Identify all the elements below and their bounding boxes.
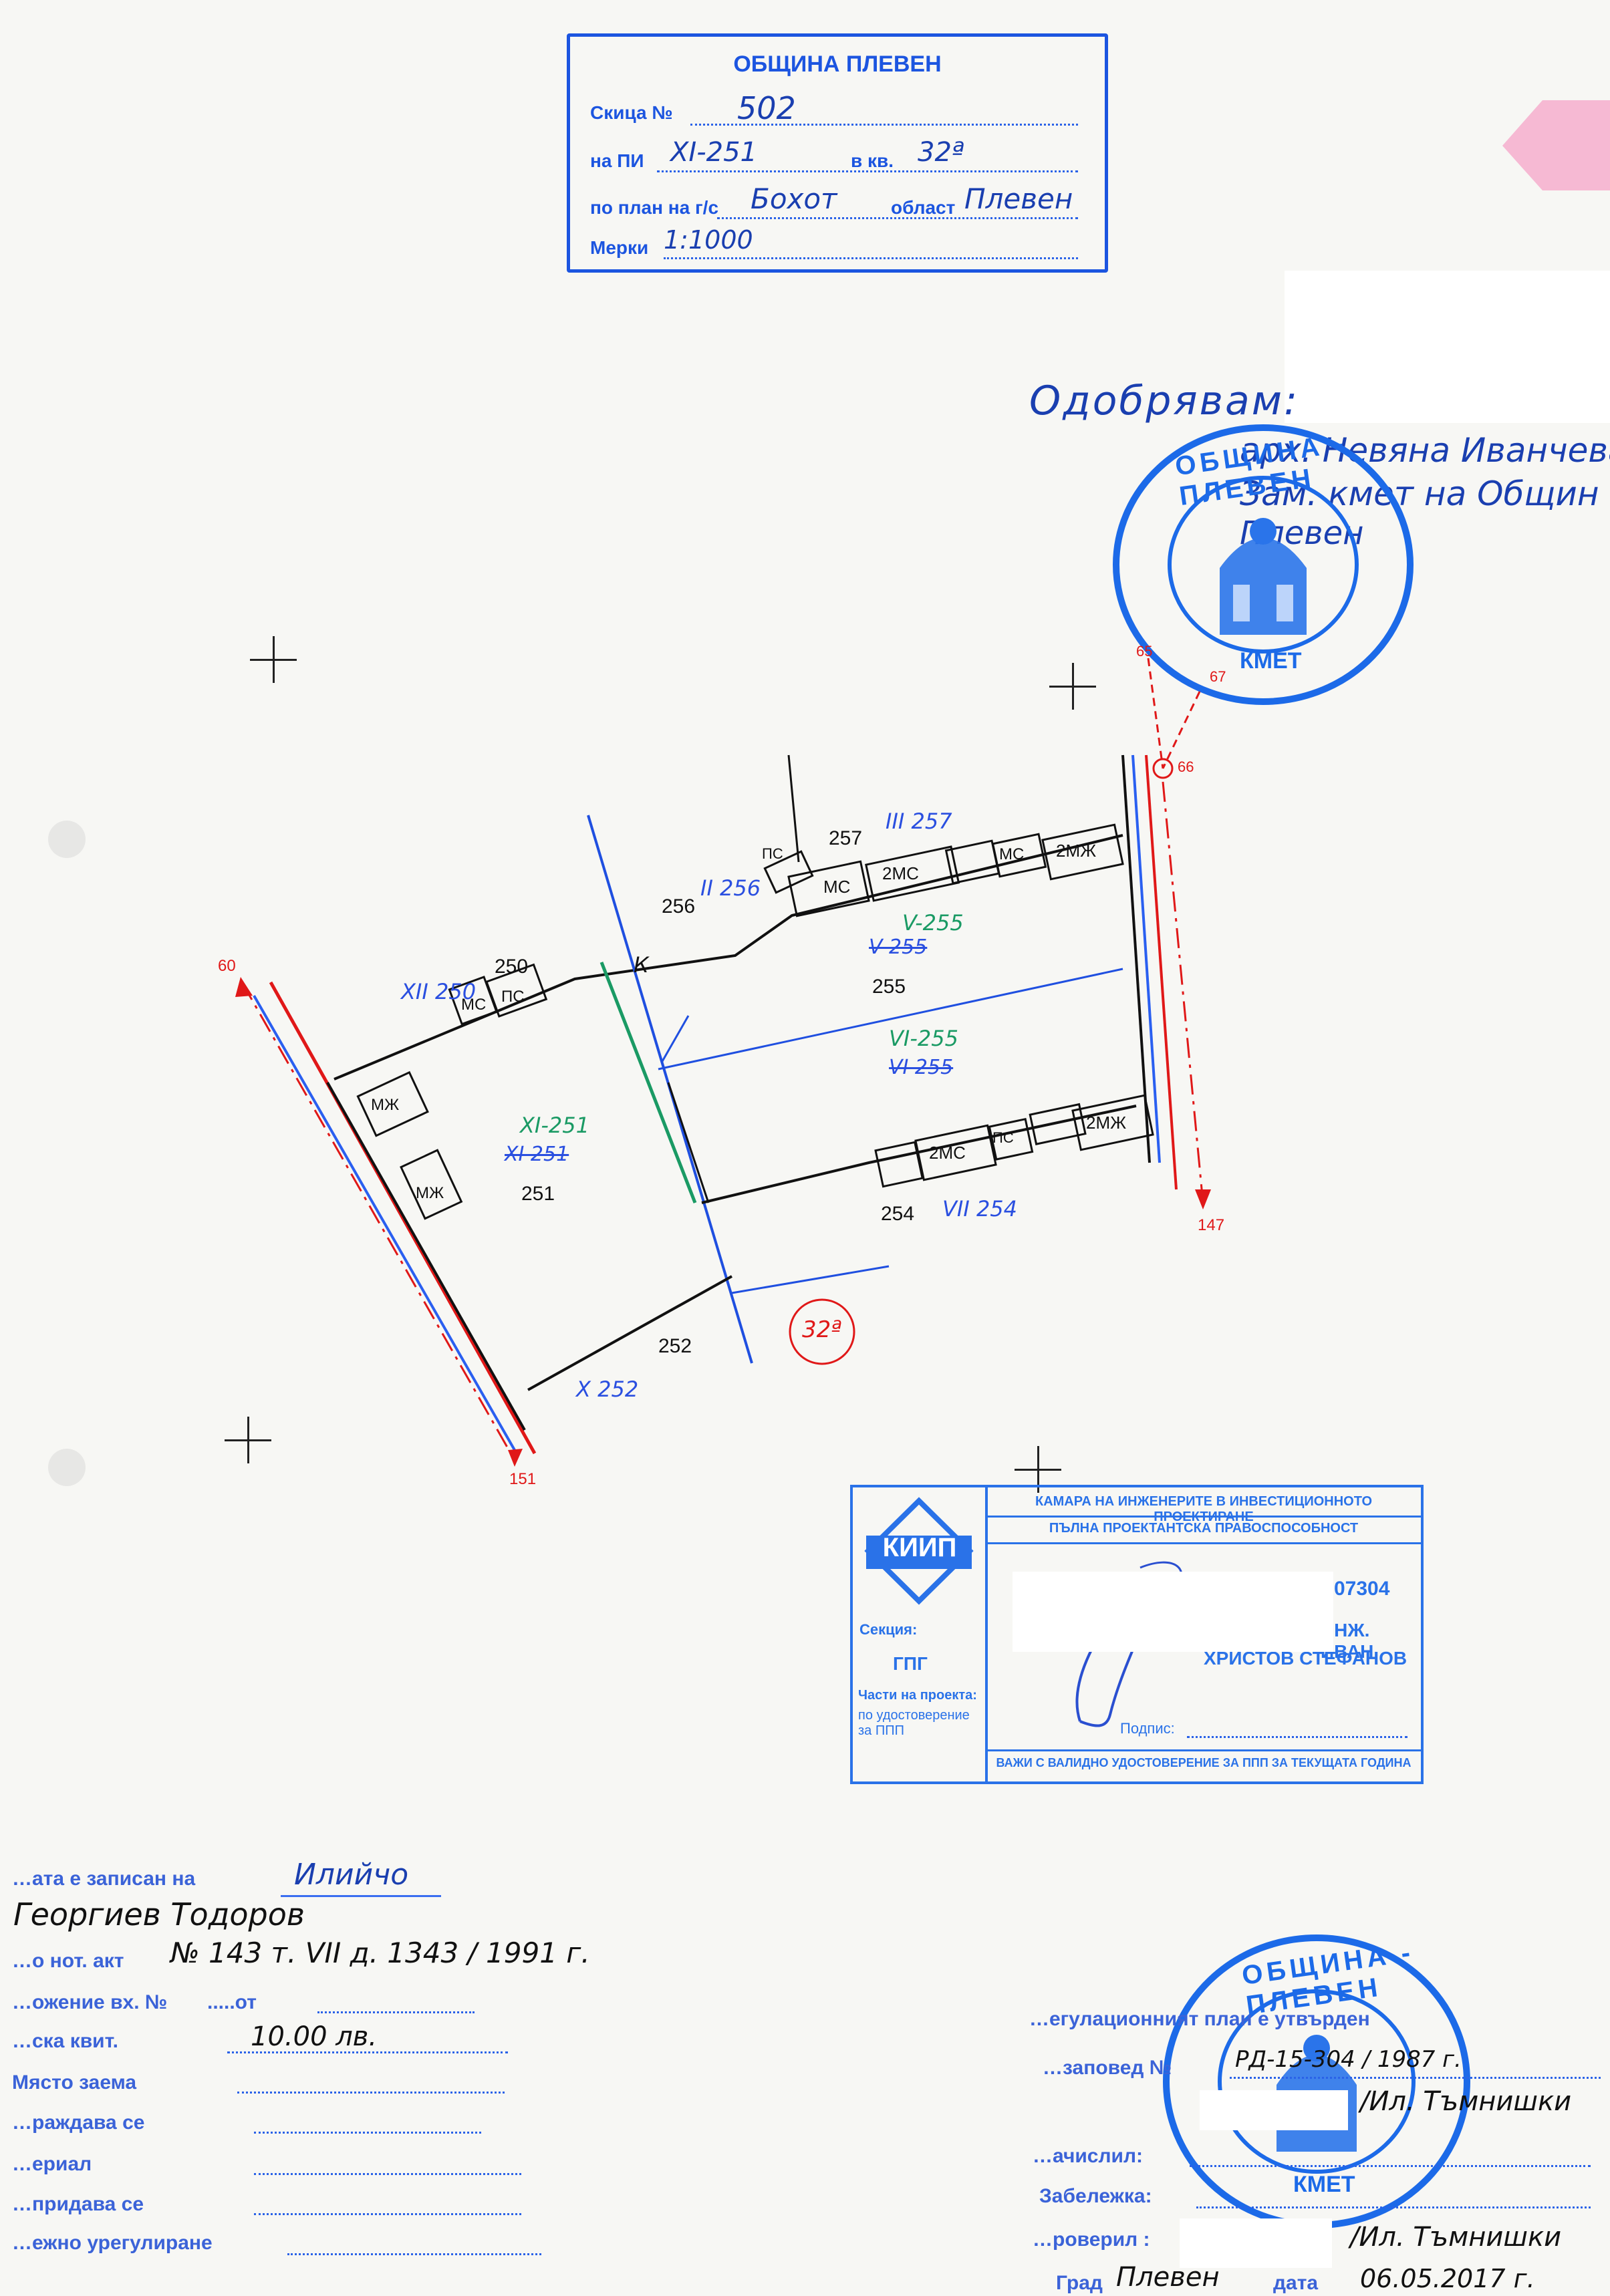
kiip-sign-label: Подпис:	[1120, 1720, 1175, 1737]
left-form-r8-label: …ериал	[12, 2153, 92, 2175]
right-form-r2-value: РД-15-304 / 1987 г.	[1235, 2046, 1462, 2073]
left-form-r6-label: Място заема	[12, 2071, 137, 2094]
header-stamp: ОБЩИНА ПЛЕВЕН Скица № 502 на ПИ XI-251 в…	[567, 33, 1108, 273]
header-stamp-title: ОБЩИНА ПЛЕВЕН	[733, 51, 942, 77]
left-form-r4-label: …ожение вх. №	[12, 1991, 168, 2013]
seal-bottom-sub: КМЕТ	[1293, 2172, 1355, 2197]
scale-value: 1:1000	[664, 225, 753, 255]
right-form-r1: …егулационният план е утвърден	[1029, 2008, 1370, 2030]
municipality-seal-bottom: ОБЩИНА - ПЛЕВЕН КМЕТ	[1150, 1924, 1484, 2239]
pink-tab	[1502, 100, 1610, 190]
kiip-logo-text: КИИП	[882, 1533, 957, 1562]
sketch-no-value: 502	[737, 90, 796, 126]
left-form-r10-label: …ежно урегулиране	[12, 2232, 213, 2254]
approval-line2: Зам. кмет на Общин	[1240, 474, 1599, 513]
right-form-r7-value2: 06.05.2017 г.	[1360, 2264, 1535, 2293]
punch-hole-lower	[48, 1449, 86, 1486]
right-form-r7-mid: дата	[1273, 2272, 1319, 2294]
kiip-stamp: КИИП Секция: ГПГ Части на проекта: по уд…	[850, 1485, 1424, 1784]
kiip-header2: ПЪЛНА ПРОЕКТАНТСКА ПРАВОСПОСОБНОСТ	[1049, 1521, 1359, 1536]
seal-top-sub: КМЕТ	[1240, 648, 1302, 674]
kiip-logo-box: КИИП Секция: ГПГ Части на проекта: по уд…	[853, 1487, 988, 1781]
redaction-box-bottom1	[1200, 2090, 1348, 2130]
block-value: 32ª	[918, 137, 964, 168]
approval-heading: Одобрявам:	[1029, 378, 1300, 424]
right-form-r3-value: /Ил. Тъмнишки	[1360, 2086, 1572, 2117]
right-form-r7-label: Град	[1056, 2272, 1103, 2294]
redaction-box-top	[1285, 271, 1610, 423]
right-form-r6-label: …роверил :	[1033, 2229, 1150, 2251]
left-form-r3-label: …о нот. акт	[12, 1950, 124, 1972]
section-value: ГПГ	[893, 1653, 928, 1674]
plan-label: по план на г/с	[590, 197, 719, 218]
pi-label: на ПИ	[590, 150, 644, 171]
pi-value: XI-251	[670, 137, 757, 168]
approval-line1: арх. Невяна Иванчева	[1240, 431, 1610, 470]
left-form-r5-value: 10.00 лв.	[251, 2021, 378, 2052]
right-form-r4-label: …ачислил:	[1033, 2145, 1144, 2167]
right-form-r7-value: Плевен	[1116, 2262, 1220, 2293]
plan-value: Бохот	[751, 182, 837, 215]
section-label: Секция:	[859, 1621, 918, 1638]
registration-cross-2	[1049, 663, 1096, 710]
right-form-r5-label: Забележка:	[1039, 2185, 1152, 2207]
left-form-r4-value: .....от	[207, 1991, 257, 2013]
registration-cross-1	[250, 636, 297, 683]
redaction-box-kiip	[1013, 1572, 1333, 1652]
left-form-r1-label: …ата е записан на	[12, 1868, 196, 1890]
scale-label: Мерки	[590, 237, 649, 258]
right-form-r6-value: /Ил. Тъмнишки	[1350, 2222, 1562, 2253]
block-label: в кв.	[851, 150, 894, 171]
right-form-r2-label: …заповед №	[1043, 2057, 1172, 2079]
left-form-r9-label: …придава се	[12, 2193, 144, 2215]
left-form-r7-label: …раждава се	[12, 2112, 145, 2134]
parts-value: по удостоверение за ППП	[858, 1708, 970, 1738]
kiip-reg-suffix: 07304	[1334, 1578, 1390, 1600]
registration-cross-3	[225, 1417, 271, 1463]
redaction-box-bottom2	[1180, 2218, 1332, 2268]
registration-cross-4	[1015, 1446, 1061, 1493]
left-form-r5-label: …ска квит.	[12, 2030, 119, 2052]
parts-label: Части на проекта:	[858, 1688, 977, 1703]
kiip-footer: ВАЖИ С ВАЛИДНО УДОСТОВЕРЕНИЕ ЗА ППП ЗА Т…	[996, 1756, 1412, 1769]
left-form-r2-value: Георгиев Тодоров	[13, 1896, 305, 1932]
municipality-seal-top: ОБЩИНА - ПЛЕВЕН КМЕТ	[1096, 414, 1430, 715]
left-form-r3-value: № 143 т. VII д. 1343 / 1991 г.	[170, 1936, 590, 1969]
left-form-r1-value: Илийчо	[294, 1858, 409, 1892]
region-label: област	[891, 197, 956, 218]
punch-hole-upper	[48, 821, 86, 858]
region-value: Плевен	[964, 182, 1073, 215]
sketch-no-label: Скица №	[590, 102, 673, 123]
